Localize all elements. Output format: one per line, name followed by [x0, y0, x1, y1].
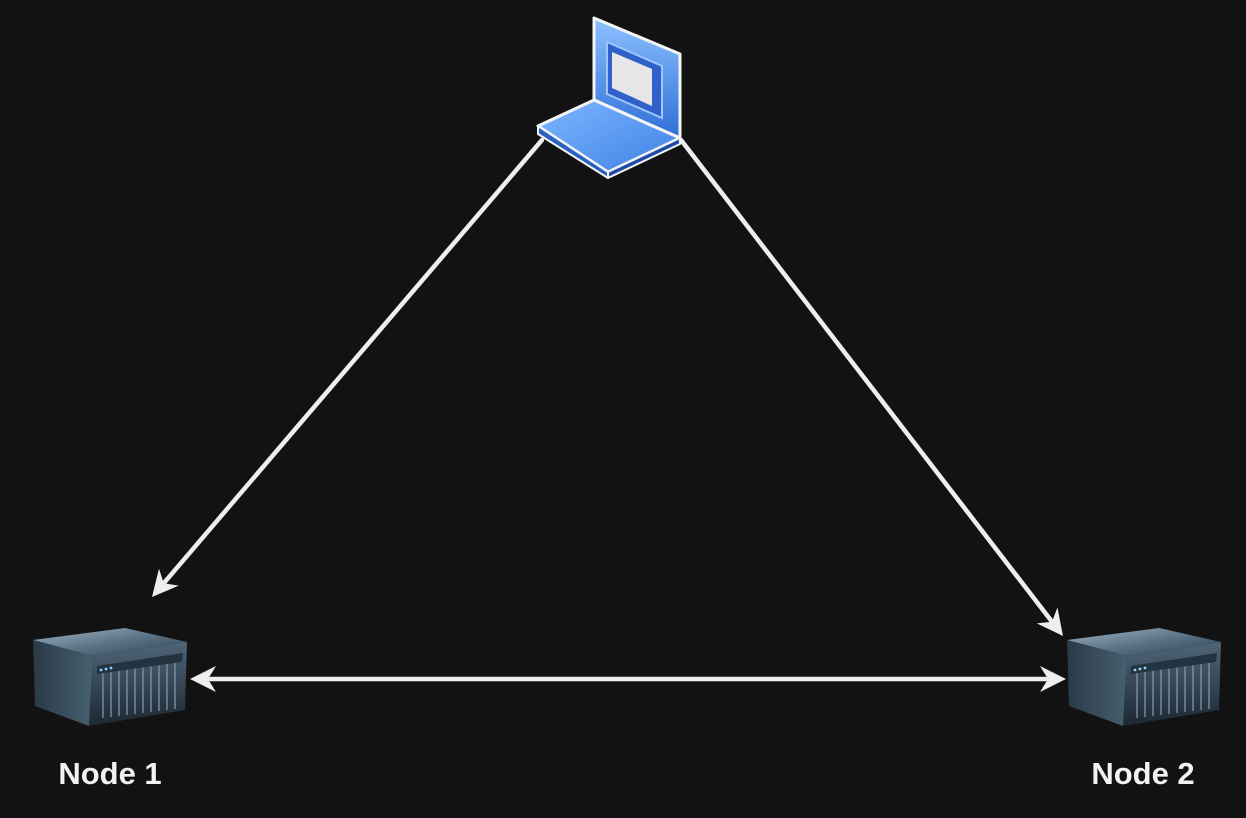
arrowhead-node1 — [152, 568, 179, 597]
arrowhead-node2 — [1036, 607, 1063, 636]
laptop-icon — [536, 16, 682, 179]
server-icon — [32, 627, 188, 727]
server-icon — [1066, 627, 1222, 727]
edge-client-node2 — [678, 137, 1055, 624]
arrowhead-node1 — [190, 666, 216, 692]
edges — [152, 137, 1066, 692]
node-1-label: Node 1 — [58, 756, 161, 791]
edge-client-node1 — [161, 137, 545, 586]
node-2-label: Node 2 — [1091, 756, 1194, 791]
arrowhead-node2 — [1040, 666, 1066, 692]
